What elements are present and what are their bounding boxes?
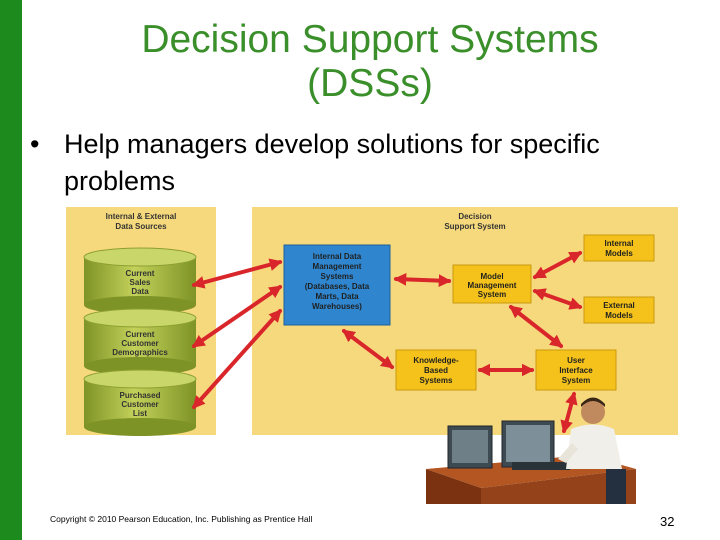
arrow-mm-to-external [532, 288, 583, 310]
sources-title-line-1: Internal & External [106, 212, 177, 221]
arrow-ui-to-user [560, 391, 578, 434]
dm-line-6: Warehouses) [312, 302, 362, 311]
dss-title-line-2: Support System [444, 222, 505, 231]
external-models-box [583, 296, 655, 324]
dss-title-line-1: Decision [458, 212, 491, 221]
arrow-dm-to-mm [393, 272, 452, 288]
data-management-box [283, 244, 391, 326]
cyl1-line-3: Data [131, 287, 149, 296]
arrow-sales-to-dm [191, 258, 283, 289]
cyl3-line-3: List [133, 409, 148, 418]
mm-line-3: System [478, 290, 506, 299]
mm-line-1: Model [480, 272, 503, 281]
kb-line-2: Based [424, 366, 448, 375]
sources-title-line-2: Data Sources [115, 222, 167, 231]
cylinder-purchased-list [83, 369, 197, 436]
ui-line-3: System [562, 376, 590, 385]
copyright-text: Copyright © 2010 Pearson Education, Inc.… [50, 514, 313, 524]
arrow-mm-to-internal [532, 251, 583, 279]
em-line-2: Models [605, 311, 633, 320]
kb-line-1: Knowledge- [413, 356, 459, 365]
knowledge-based-box [395, 349, 477, 391]
im-line-1: Internal [605, 239, 634, 248]
cyl2-line-2: Customer [121, 339, 158, 348]
im-line-2: Models [605, 249, 633, 258]
cyl2-line-3: Demographics [112, 348, 168, 357]
dm-line-1: Internal Data [313, 252, 362, 261]
ui-line-1: User [567, 356, 585, 365]
cylinder-current-sales [83, 247, 197, 314]
left-accent-bar [0, 0, 22, 540]
arrow-mm-to-ui [508, 305, 564, 348]
cyl1-line-2: Sales [130, 278, 151, 287]
arrow-list-to-dm [192, 309, 282, 409]
model-management-box [452, 264, 532, 304]
kb-line-3: Systems [420, 376, 453, 385]
cyl2-line-1: Current [126, 330, 155, 339]
dm-line-2: Management [313, 262, 362, 271]
mm-line-2: Management [468, 281, 517, 290]
cyl3-line-2: Customer [121, 400, 158, 409]
dss-diagram: Internal & External Data Sources Decisio… [66, 207, 678, 504]
em-line-1: External [603, 301, 635, 310]
user-workstation-illustration [426, 397, 636, 504]
cyl1-line-1: Current [126, 269, 155, 278]
ui-line-2: Interface [559, 366, 593, 375]
bullet-dot-icon: • [30, 129, 40, 159]
title-line-1: Decision Support Systems [141, 18, 599, 61]
internal-models-box [583, 234, 655, 262]
cyl3-line-1: Purchased [120, 391, 161, 400]
dm-line-4: (Databases, Data [305, 282, 370, 291]
page-number: 32 [660, 514, 675, 529]
dm-line-3: Systems [321, 272, 354, 281]
dm-line-5: Marts, Data [315, 292, 359, 301]
cylinder-customer-demographics [83, 308, 197, 375]
bullet-text: Help managers develop solutions for spec… [64, 129, 600, 196]
title-line-2: (DSSs) [307, 62, 433, 105]
user-interface-box [535, 349, 617, 391]
arrow-dm-to-kb [341, 329, 395, 369]
slide-title: Decision Support Systems (DSSs) [40, 18, 700, 106]
